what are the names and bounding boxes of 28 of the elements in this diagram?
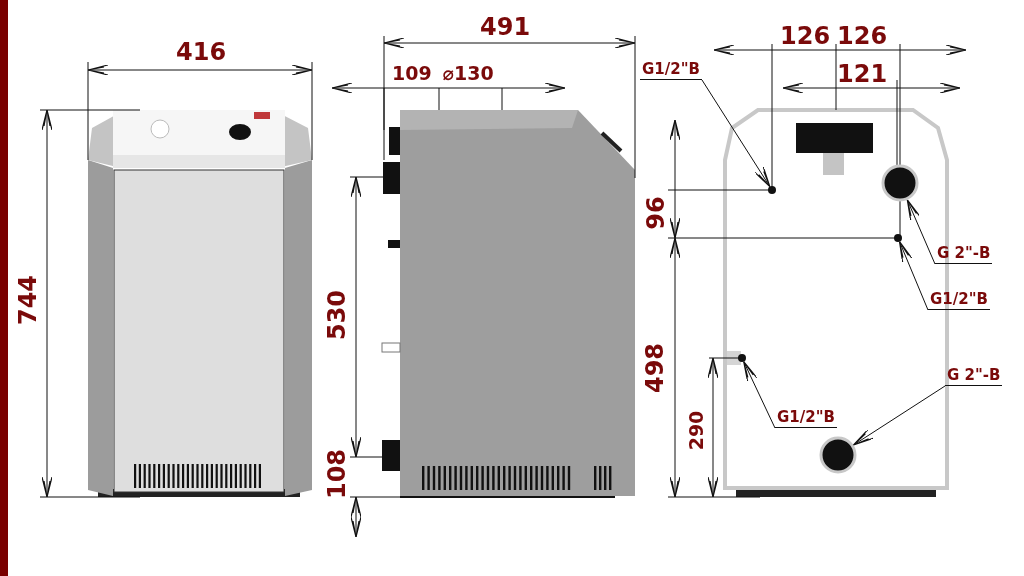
pipe-outlet (881, 164, 919, 202)
pipe-thread-label: G 2"-B (945, 368, 1003, 386)
leader-line (906, 199, 936, 265)
dimension-value: 290 (687, 410, 707, 450)
leader-line (743, 361, 776, 429)
dimension-value: 416 (176, 40, 227, 64)
leader-line (852, 385, 946, 446)
pipe-thread-label: G 2"-B (935, 246, 993, 264)
pipe-thread-label: G1/2"B (928, 292, 990, 310)
pipe-outlet (819, 436, 857, 474)
dimension-value: 108 (325, 448, 350, 500)
dimension-value: 109 (392, 63, 432, 83)
leader-line (898, 241, 929, 311)
dimension-value: 530 (325, 289, 350, 341)
dimension-value: ⌀130 (442, 63, 494, 83)
dimension-value: 744 (16, 274, 41, 326)
dimension-value: 498 (643, 342, 668, 394)
leader-line (701, 79, 771, 188)
dimension-value: 491 (480, 15, 531, 39)
pipe-thread-label: G1/2"B (775, 410, 837, 428)
dimension-value: 126 (837, 24, 888, 48)
pipe-fitting (738, 354, 746, 362)
dimension-value: 96 (643, 196, 668, 230)
dimension-value: 126 (780, 24, 831, 48)
dimension-value: 121 (837, 62, 888, 86)
pipe-fitting (894, 234, 902, 242)
pipe-fitting (768, 186, 776, 194)
pipe-thread-label: G1/2"B (640, 62, 702, 80)
